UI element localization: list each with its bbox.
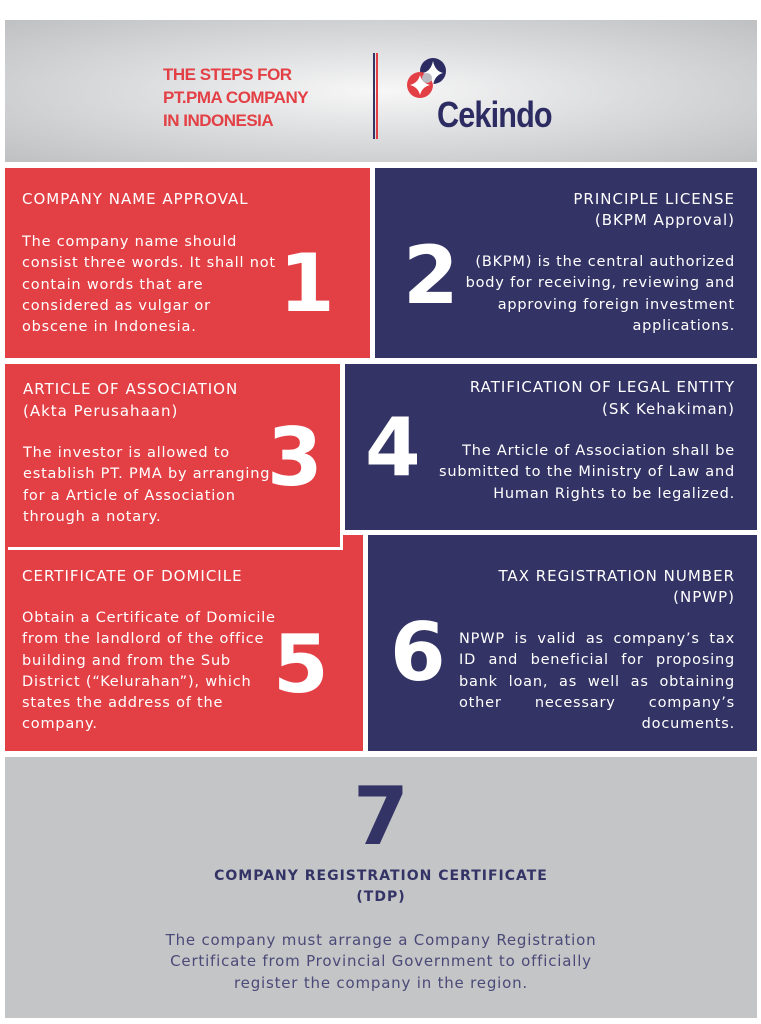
divider bbox=[373, 53, 379, 139]
step-title: COMPANY REGISTRATION CERTIFICATE bbox=[214, 868, 548, 884]
step-3-card: ARTICLE OF ASSOCIATION (Akta Perusahaan)… bbox=[5, 364, 340, 547]
step-subtitle: (Akta Perusahaan) bbox=[23, 402, 179, 420]
step-description: The company name should consist three wo… bbox=[22, 234, 276, 336]
step-number: 4 bbox=[365, 401, 421, 494]
step-title: CERTIFICATE OF DOMICILE bbox=[22, 567, 243, 585]
step-1-card: COMPANY NAME APPROVAL The company name s… bbox=[5, 168, 370, 358]
step-subtitle: (BKPM Approval) bbox=[594, 211, 735, 229]
step-title: PRINCIPLE LICENSE bbox=[573, 190, 735, 208]
step-title: RATIFICATION OF LEGAL ENTITY bbox=[469, 378, 735, 396]
step-description: The company must arrange a Company Regis… bbox=[165, 931, 597, 992]
header-banner: THE STEPS FOR PT.PMA COMPANY IN INDONESI… bbox=[5, 20, 757, 162]
step-title: ARTICLE OF ASSOCIATION bbox=[23, 380, 239, 398]
step-7-card: 7 COMPANY REGISTRATION CERTIFICATE (TDP)… bbox=[5, 757, 757, 1018]
step-5-card: CERTIFICATE OF DOMICILE Obtain a Certifi… bbox=[5, 535, 363, 751]
step-number: 1 bbox=[279, 237, 335, 330]
step-subtitle: (TDP) bbox=[356, 889, 406, 905]
step-6-card: TAX REGISTRATION NUMBER (NPWP) NPWP is v… bbox=[368, 535, 757, 751]
step-title: COMPANY NAME APPROVAL bbox=[22, 190, 249, 208]
brand-name: Cekindo bbox=[437, 94, 553, 135]
step-description: The investor is allowed to establish PT.… bbox=[23, 445, 271, 525]
step-description: (BKPM) is the central authorized body fo… bbox=[465, 254, 735, 334]
title-line: PT.PMA COMPANY bbox=[163, 88, 309, 107]
step-number: 3 bbox=[267, 411, 323, 504]
step-number: 2 bbox=[403, 229, 459, 322]
step-description: NPWP is valid as company’s tax ID and be… bbox=[459, 631, 735, 733]
step-subtitle: (SK Kehakiman) bbox=[601, 400, 735, 418]
cekindo-logo-icon bbox=[407, 58, 446, 98]
step-subtitle: (NPWP) bbox=[673, 588, 735, 606]
step-2-card: PRINCIPLE LICENSE (BKPM Approval) (BKPM)… bbox=[375, 168, 757, 358]
title-line: IN INDONESIA bbox=[163, 111, 274, 130]
step-description: Obtain a Certificate of Domicile from th… bbox=[22, 610, 276, 733]
step-number: 5 bbox=[273, 618, 329, 711]
step-number: 6 bbox=[390, 606, 446, 699]
step-title: TAX REGISTRATION NUMBER bbox=[498, 567, 735, 585]
step-number: 7 bbox=[353, 770, 409, 863]
title-line: THE STEPS FOR bbox=[163, 65, 292, 84]
step-4-card: RATIFICATION OF LEGAL ENTITY (SK Kehakim… bbox=[345, 364, 757, 530]
infographic-title: THE STEPS FOR PT.PMA COMPANY IN INDONESI… bbox=[163, 63, 309, 132]
step-description: The Article of Association shall be subm… bbox=[438, 443, 735, 502]
